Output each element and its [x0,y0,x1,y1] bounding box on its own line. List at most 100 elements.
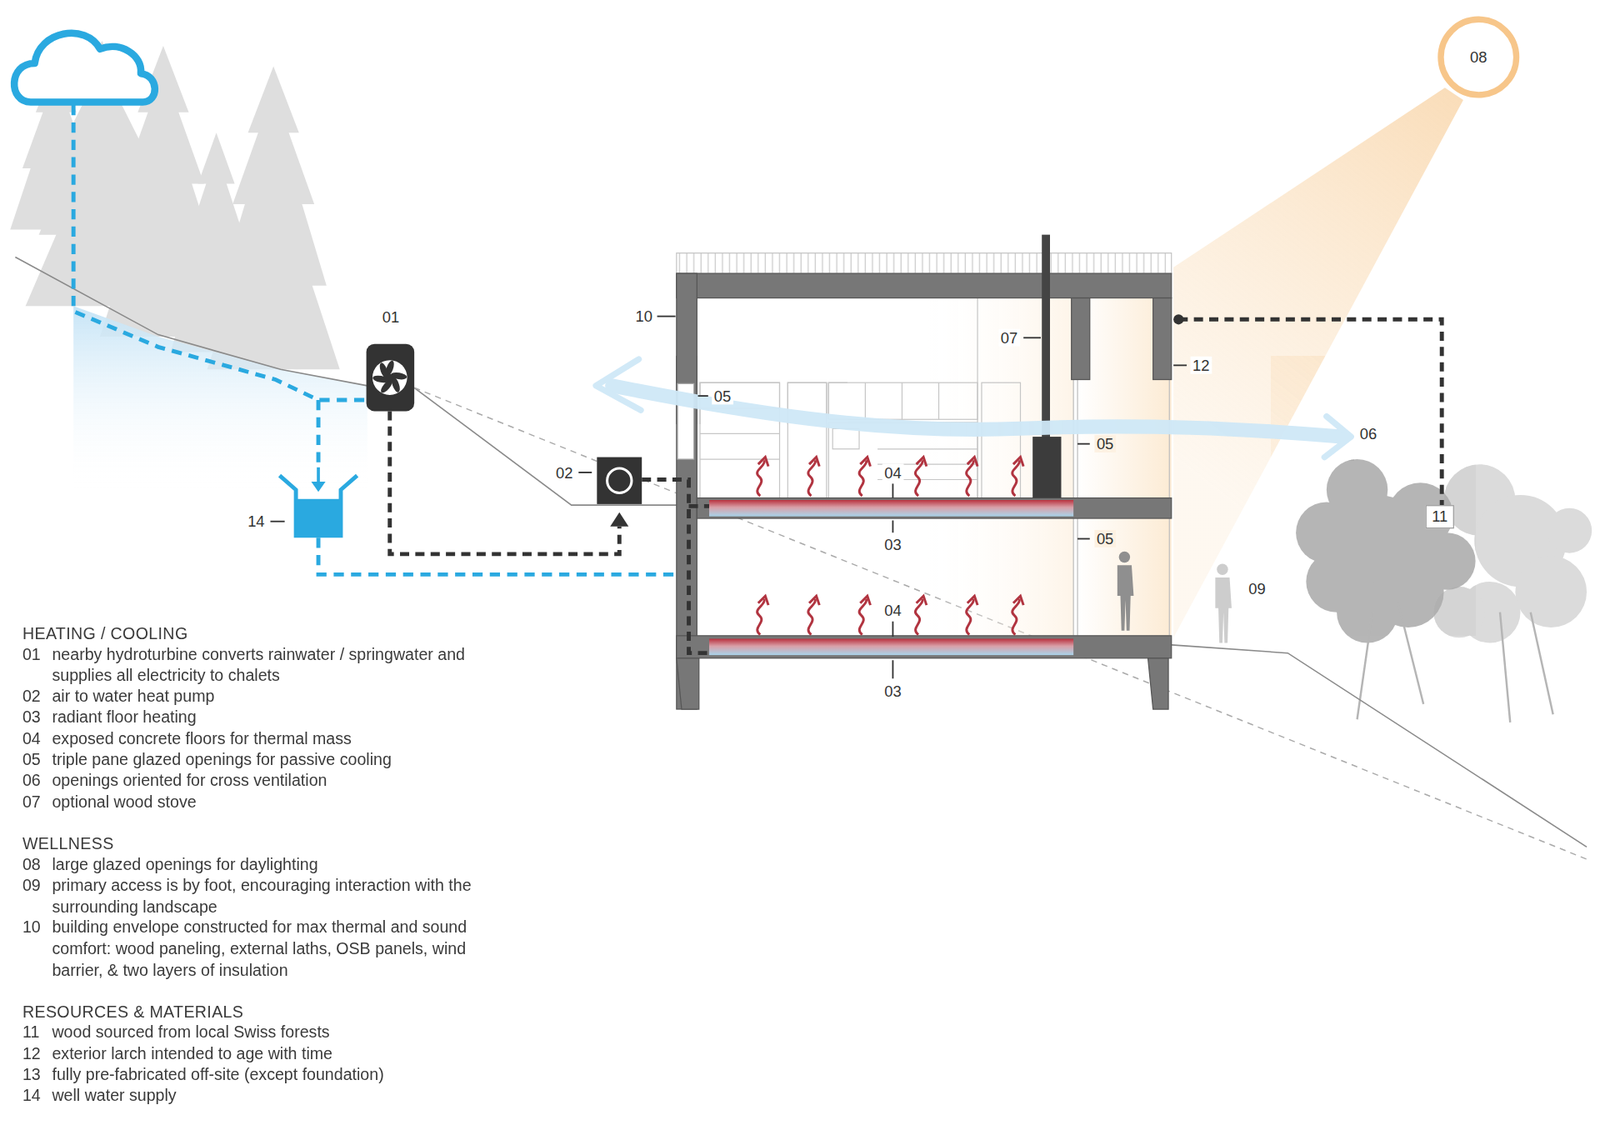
power-arrowhead [610,512,629,527]
glass-line [1073,380,1075,499]
callout-number: 03 [882,681,904,700]
water-lines [73,105,675,575]
power-line [390,410,620,554]
trunk [1500,612,1510,723]
legend-item: 09primary access is by foot, encouraging… [22,875,514,918]
item-description: exterior larch intended to age with time [51,1044,513,1065]
leader-line [892,660,895,679]
item-number: 13 [22,1065,53,1086]
shelf [700,458,780,460]
legend-item: 04exposed concrete floors for thermal ma… [22,728,514,750]
trunk [1530,612,1554,715]
leader-line [270,520,285,523]
legend-item: 07optional wood stove [22,791,514,813]
roof-build-up [676,253,1172,274]
upper-cabinets [828,382,978,420]
body [1215,577,1232,643]
item-description: air to water heat pump [51,686,513,708]
item-number: 14 [22,1085,53,1107]
leader-line [892,520,895,533]
terrain-line [15,257,367,386]
power-lines [390,319,1442,653]
wall-stub [1153,298,1172,380]
head [1216,564,1228,575]
concrete-structure [676,273,1172,710]
item-number: 08 [22,855,53,876]
callout-number: 03 [882,535,904,554]
radiant-floor [709,639,1074,656]
leader-lines [270,316,1187,680]
oven [832,428,860,449]
ground-slab [676,635,1172,659]
section-heading: WELLNESS [22,833,514,855]
rain-runoff [73,105,365,400]
leader-line [578,471,592,474]
legend-item: 06openings oriented for cross ventilatio… [22,770,514,792]
airflow-head [595,359,641,410]
item-number: 10 [22,917,53,981]
glass-line [1076,380,1078,499]
item-description: large glazed openings for daylighting [51,855,513,876]
canopy [1515,555,1587,628]
roof-slab [676,273,1172,298]
item-description: fully pre-fabricated off-site (except fo… [51,1065,513,1086]
heat-wave [859,595,870,635]
item-description: building envelope constructed for max th… [51,917,513,981]
legend-item: 10building envelope constructed for max … [22,917,514,981]
item-number: 12 [22,1044,53,1065]
item-number: 04 [22,728,53,750]
timber-source-line [1178,319,1442,505]
legend-item: 12exterior larch intended to age with ti… [22,1044,514,1065]
tall-cabinet [787,382,827,498]
floor-slab [696,498,1171,519]
wood-stove [1032,436,1061,498]
shelving [700,382,780,498]
airflow-head [1324,416,1351,458]
item-number: 07 [22,791,53,813]
callout-number: 04 [882,601,904,620]
feed-arrow [316,467,320,485]
leader-line [892,483,895,498]
tree-trunks [1357,601,1554,722]
cabinet-split [938,382,940,420]
kitchen-elevation [700,298,1020,499]
callout-number: 06 [1357,425,1379,443]
heat-wave [966,457,978,497]
callout-number: 09 [1246,580,1268,598]
cabinet-split [865,382,866,420]
cabinet-split [901,382,903,420]
heat-wave [1012,457,1024,497]
foundation-leg [1148,658,1169,710]
drawer [877,448,978,450]
heat-wave [757,595,769,635]
legend-item: 11wood sourced from local Swiss forests [22,1022,514,1044]
legend-item: 14well water supply [22,1085,514,1107]
daylight-glow [918,518,1074,636]
callout-number: 10 [633,307,655,325]
person [1215,564,1232,644]
turbine-fan [372,359,408,395]
item-number: 03 [22,707,53,729]
item-description: exposed concrete floors for thermal mass [51,728,513,750]
callout-number: 05 [1094,435,1115,453]
glass-line [1076,518,1078,636]
callout-number: 07 [998,329,1020,347]
foundation-leg [676,658,700,710]
tree-canopy [1295,459,1476,643]
heat-wave [808,457,820,497]
section-heading: HEATING / COOLING [22,623,514,645]
item-description: primary access is by foot, encouraging i… [51,875,513,918]
heat-wave [859,457,870,497]
heat-wave [915,457,926,497]
item-description: wood sourced from local Swiss forests [51,1022,513,1044]
legend-item: 01nearby hydroturbine converts rainwater… [22,644,514,686]
heat-waves [757,457,1025,635]
glazed-zone [1077,298,1172,636]
fir-tree [207,66,340,370]
item-number: 11 [22,1022,53,1044]
airflow [595,359,1351,458]
leader-line [1077,538,1090,540]
section-heading: RESOURCES & MATERIALS [22,1001,514,1023]
